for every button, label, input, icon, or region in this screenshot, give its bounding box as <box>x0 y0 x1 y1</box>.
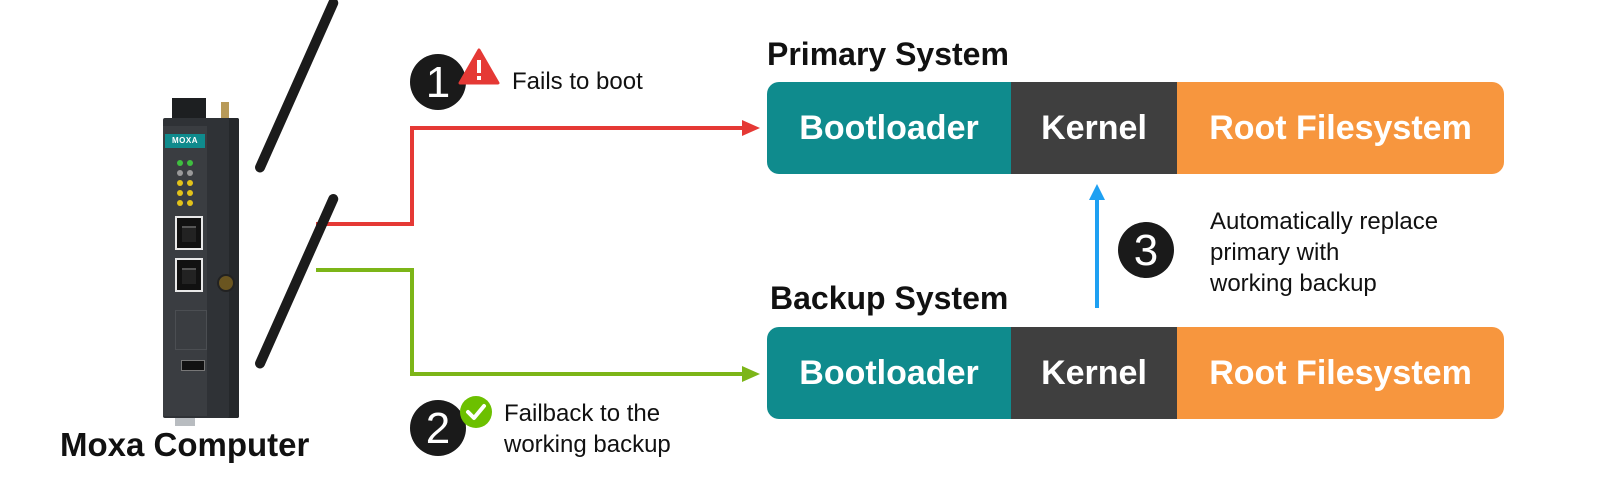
backup-bootloader: Bootloader <box>767 327 1011 419</box>
backup-path-line <box>316 268 744 376</box>
primary-root-filesystem: Root Filesystem <box>1177 82 1504 174</box>
moxa-logo: MOXA <box>165 134 205 148</box>
led-yellow-4 <box>187 190 193 196</box>
ethernet-port-1 <box>175 216 203 250</box>
primary-kernel: Kernel <box>1011 82 1177 174</box>
led-green-1 <box>177 160 183 166</box>
backup-root-filesystem: Root Filesystem <box>1177 327 1504 419</box>
sd-card-slot <box>175 310 207 350</box>
warning-icon <box>458 48 500 85</box>
device-label: Moxa Computer <box>60 426 310 463</box>
step-3-line-3: working backup <box>1210 270 1377 297</box>
step-2-line-2: working backup <box>504 431 671 458</box>
fail-path-arrowhead <box>742 120 760 136</box>
primary-bootloader: Bootloader <box>767 82 1011 174</box>
step-3-line-1: Automatically replace <box>1210 208 1439 235</box>
checkmark-icon <box>460 396 492 428</box>
ethernet-port-2 <box>175 258 203 292</box>
led-yellow-5 <box>177 200 183 206</box>
side-connector <box>217 274 235 292</box>
device-housing: MOXA <box>163 118 239 418</box>
step-1-badge: 1 <box>410 54 466 110</box>
backup-kernel: Kernel <box>1011 327 1177 419</box>
step-3-badge: 3 <box>1118 222 1174 278</box>
fail-path-line <box>316 126 744 226</box>
moxa-computer-device: MOXA <box>155 0 340 430</box>
step-2-text: Failback to the working backup <box>504 398 671 460</box>
primary-system-bar: Bootloader Kernel Root Filesystem <box>767 82 1504 174</box>
din-rail-clip <box>175 418 195 426</box>
backup-system-bar: Bootloader Kernel Root Filesystem <box>767 327 1504 419</box>
primary-system-title: Primary System <box>767 36 1009 72</box>
antenna-connector <box>221 102 229 124</box>
led-yellow-1 <box>177 180 183 186</box>
led-gray-2 <box>187 170 193 176</box>
led-gray-1 <box>177 170 183 176</box>
step-3-text: Automatically replace primary with worki… <box>1210 206 1438 299</box>
replace-arrow-head <box>1089 184 1105 200</box>
step-3-line-2: primary with <box>1210 239 1340 266</box>
step-2-line-1: Failback to the <box>504 400 661 427</box>
step-1-line-1: Fails to boot <box>512 68 643 95</box>
step-2-badge: 2 <box>410 400 466 456</box>
device-front-panel: MOXA <box>163 126 207 416</box>
led-yellow-6 <box>187 200 193 206</box>
backup-path-arrowhead <box>742 366 760 382</box>
usb-port <box>181 360 205 371</box>
led-yellow-2 <box>187 180 193 186</box>
led-yellow-3 <box>177 190 183 196</box>
led-green-2 <box>187 160 193 166</box>
step-1-text: Fails to boot <box>512 66 643 97</box>
backup-system-title: Backup System <box>770 280 1009 316</box>
